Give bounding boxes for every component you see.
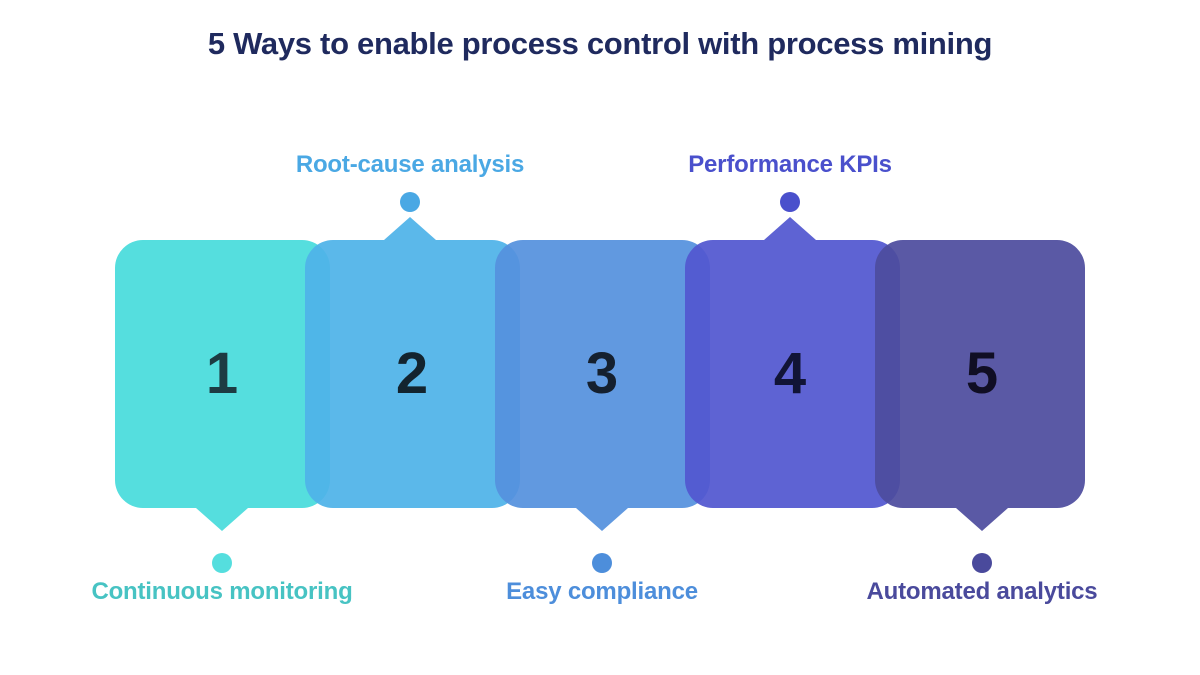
step-card-5[interactable] bbox=[875, 240, 1085, 531]
connector-dot-4 bbox=[780, 192, 800, 212]
step-label-continuous-monitoring: Continuous monitoring bbox=[91, 578, 353, 605]
connector-dot-1 bbox=[212, 553, 232, 573]
step-card-1[interactable] bbox=[115, 240, 330, 531]
connector-dot-3 bbox=[592, 553, 612, 573]
step-card-1-shape bbox=[115, 240, 330, 531]
step-card-5-shape bbox=[875, 240, 1085, 531]
step-label-performance-kpis: Performance KPIs bbox=[688, 151, 892, 178]
step-card-2[interactable] bbox=[305, 217, 520, 508]
page-title: 5 Ways to enable process control with pr… bbox=[207, 26, 993, 61]
connector-dot-5 bbox=[972, 553, 992, 573]
step-card-3[interactable] bbox=[495, 240, 710, 531]
step-card-3-shape bbox=[495, 240, 710, 531]
step-label-easy-compliance: Easy compliance bbox=[506, 578, 698, 605]
step-card-4-shape bbox=[685, 217, 900, 508]
step-card-4[interactable] bbox=[685, 217, 900, 508]
connector-dot-2 bbox=[400, 192, 420, 212]
step-label-automated-analytics: Automated analytics bbox=[866, 578, 1098, 605]
step-card-2-shape bbox=[305, 217, 520, 508]
step-label-root-cause-analysis: Root-cause analysis bbox=[295, 151, 525, 178]
